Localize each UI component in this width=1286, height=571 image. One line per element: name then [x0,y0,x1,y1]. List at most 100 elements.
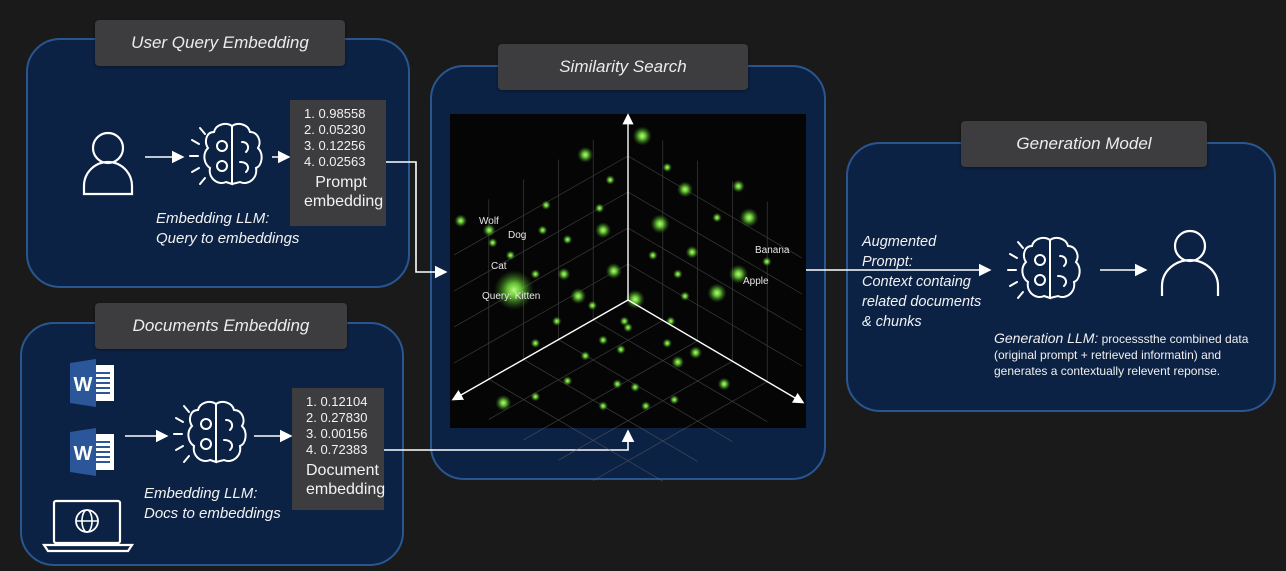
document-embedding-caption-1: Document [306,462,379,479]
embedding-point [595,222,612,239]
generation-llm-description: Generation LLM: processsthe combined dat… [994,330,1266,379]
embedding-point [616,344,626,355]
embedding-point [487,237,498,248]
embedding-point [505,250,516,261]
vector-value: 2. 0.27830 [306,410,368,425]
embedding-point [530,269,541,279]
generation-title: Generation Model [961,121,1207,167]
embedding-point [739,208,759,228]
embedding-point [530,391,541,402]
embedding-point [712,212,722,223]
grid-line [627,263,803,367]
grid-line [488,378,663,482]
embedding-point [537,225,548,235]
vector-value: 1. 0.98558 [304,106,366,121]
query-point [494,270,534,310]
embedding-point [570,288,587,305]
prompt-embedding-caption-2: embedding [304,193,384,210]
prompt-embedding-caption-1: Prompt [315,174,367,191]
embedding-point [673,269,683,279]
word-document-icon: W [70,428,114,476]
grid-line [593,381,768,481]
svg-text:W: W [74,443,93,465]
embedding-point [728,264,748,284]
embedding-point [598,401,608,411]
user-query-title: User Query Embedding [95,20,345,66]
caption-line: Embedding LLM: [144,485,258,502]
embedding-point [662,338,672,348]
brain-gear-icon [189,123,263,186]
augmented-line: & chunks [862,314,922,330]
embedding-point [762,256,772,267]
embedding-point [541,200,551,210]
grid-line [627,155,803,259]
grid-line [627,191,803,295]
embedding-point [612,379,623,389]
documents-title: Documents Embedding [95,303,347,349]
embedding-point [482,223,496,237]
embedding-point [707,283,727,303]
embedding-point [557,267,571,281]
embedding-point [677,181,693,198]
augmented-line: Context containg [862,274,971,290]
vector-space-svg [451,113,805,482]
embedding-point [530,338,541,348]
generation-llm-lead: Generation LLM: [994,330,1099,346]
embedding-point [648,250,658,261]
grid-line [488,320,663,420]
point-label-cat: Cat [491,261,507,272]
augmented-line: related documents [862,294,982,310]
caption-line: Embedding LLM: [156,210,270,227]
document-embedding-caption-2: embedding [306,481,386,498]
point-label-apple: Apple [743,276,769,287]
embedding-point [685,245,699,259]
embedding-point [650,214,670,234]
embedding-point [623,322,633,333]
point-label-dog: Dog [508,230,527,241]
embedding-point [562,376,573,386]
embedding-point [632,126,652,146]
point-label-wolf: Wolf [479,216,499,227]
svg-text:W: W [74,374,93,396]
query-embedding-caption: Embedding LLM: Query to embeddings [156,209,299,249]
vector-value: 2. 0.05230 [304,122,366,137]
embedding-point [717,377,731,391]
caption-line: Query to embeddings [156,230,300,247]
embedding-point [630,382,640,393]
grid-line [453,227,629,328]
point-label-query: Query: Kitten [482,291,541,302]
word-document-icon: W [70,359,114,407]
embedding-point [598,335,608,345]
laptop-globe-icon [41,499,135,553]
embedding-point [669,394,680,405]
grid-line [593,319,768,423]
user-icon [82,131,134,196]
embedding-point [587,300,598,311]
caption-line: Docs to embeddings [144,505,281,522]
embedding-point [495,394,512,411]
embedding-point [641,401,651,411]
user-icon [1160,229,1220,296]
embedding-point [689,346,702,359]
vector-space-plot: Wolf Dog Cat Query: Kitten Banana Apple [450,113,806,482]
point-label-banana: Banana [755,245,790,256]
vector-value: 3. 0.12256 [304,138,366,153]
desc-line: generates a contextually relevent repons… [994,364,1221,378]
grid-line [523,359,698,462]
embedding-point [580,351,591,361]
desc-line: (original prompt + retrieved informatin)… [994,348,1222,362]
similarity-title: Similarity Search [498,44,748,90]
embedding-point [605,263,622,279]
augmented-line: Prompt: [862,254,913,270]
docs-embedding-caption: Embedding LLM: Docs to embeddings [144,484,281,524]
embedding-point [662,162,672,173]
vector-value: 3. 0.00156 [306,426,368,441]
embedding-point [594,203,605,213]
grid-line [453,155,629,256]
embedding-point [680,291,690,301]
embedding-point [671,355,685,369]
embedding-point [625,289,645,309]
vector-value: 4. 0.02563 [304,154,366,169]
vector-value: 4. 0.72383 [306,442,368,457]
